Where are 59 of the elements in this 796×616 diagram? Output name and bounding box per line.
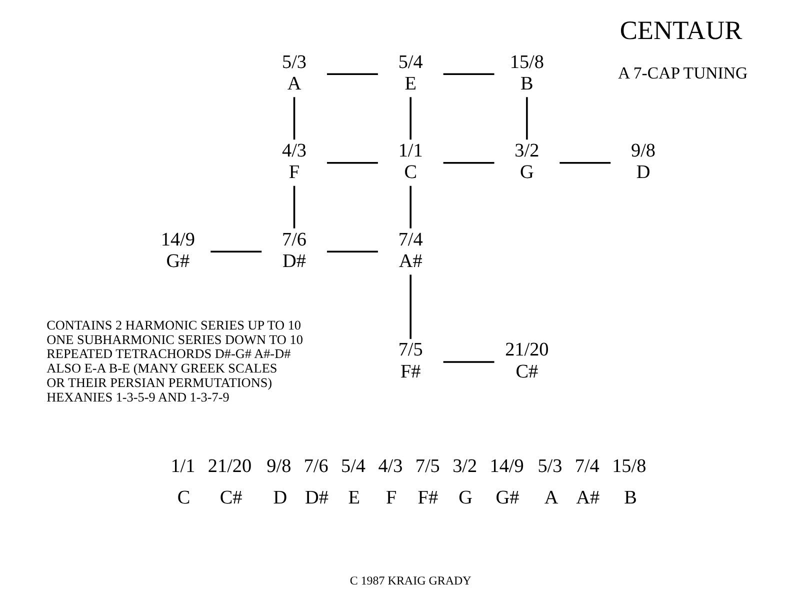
label: F# [418, 487, 438, 508]
label: 7/5 [415, 456, 440, 478]
label: 15/8 [612, 456, 646, 478]
label: 5/3 [538, 456, 562, 478]
node-text: 4/3 F [282, 140, 307, 184]
node-text: 3/2 G [514, 140, 540, 184]
connector [210, 250, 262, 253]
label: C 1987 KRAIG GRADY [350, 573, 472, 588]
label: G [458, 487, 472, 508]
connector [293, 186, 296, 228]
label: 5/4 [341, 456, 366, 478]
label: CONTAINS 2 HARMONIC SERIES UP TO 10 [46, 317, 302, 332]
connector [410, 186, 412, 228]
connector [410, 274, 412, 339]
label: A 7-CAP TUNING [618, 64, 748, 83]
label: HEXANIES 1-3-5-9 AND 1-3-7-9 [46, 389, 230, 404]
connector [526, 97, 528, 140]
label: D# [305, 487, 328, 508]
label: A [544, 487, 558, 508]
label: C# [220, 487, 242, 508]
label: REPEATED TETRACHORDS D#-G# A#-D# [46, 346, 291, 362]
node-text: 7/5 F# [398, 340, 423, 382]
diagram-title: CENTAUR [620, 14, 742, 45]
label: B [624, 487, 637, 508]
node-text: 21/20 C# [505, 340, 549, 382]
label: 1/1 [170, 456, 196, 478]
connector [326, 162, 378, 164]
label: C [177, 487, 190, 508]
connector [443, 361, 494, 363]
label: 3/2 [452, 456, 478, 478]
node-text: 14/9 G# [160, 229, 195, 272]
label: 7/6 [304, 456, 328, 478]
label: D [273, 487, 288, 508]
label: 4/3 [378, 456, 403, 478]
node-text: 5/3 A [282, 52, 307, 94]
label: 9/8 [266, 456, 292, 478]
connector [410, 97, 412, 140]
connector [326, 73, 378, 76]
label: 7/4 [574, 456, 600, 478]
node-text: 9/8 D [631, 140, 656, 184]
label: ONE SUBHARMONIC SERIES DOWN TO 10 [46, 332, 303, 347]
label: OR THEIR PERSIAN PERMUTATIONS) [46, 374, 272, 390]
label: 14/9 [490, 456, 524, 478]
label: F [386, 487, 397, 508]
node-text: 15/8 B [510, 52, 544, 94]
connector [443, 73, 494, 76]
label: ALSO E-A B-E (MANY GREEK SCALES [46, 360, 278, 376]
connector [293, 97, 296, 140]
node-text: 7/6 D# [282, 229, 307, 272]
connector [326, 250, 378, 253]
label: 21/20 [208, 456, 252, 478]
node-text: 5/4 E [398, 52, 423, 94]
connector [443, 162, 494, 164]
node-text: 1/1 C [398, 140, 423, 184]
label: E [348, 487, 360, 508]
label: G# [496, 487, 520, 508]
node-text: 7/4 A# [398, 229, 423, 272]
label: A# [576, 487, 600, 508]
connector [560, 162, 611, 164]
